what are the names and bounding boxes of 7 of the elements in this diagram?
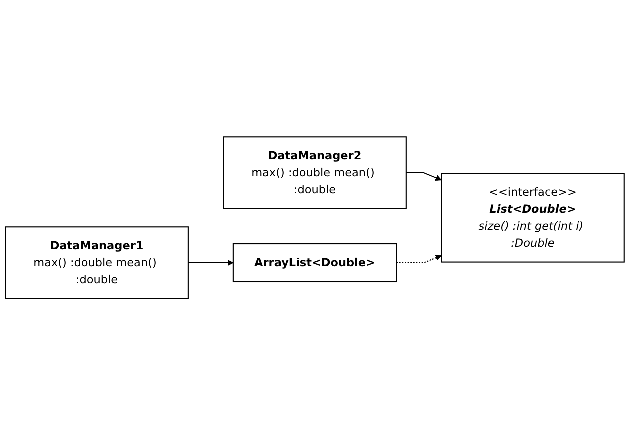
node-box: DataManager1 max() :double mean() :double [5, 226, 189, 300]
node-box: <<interface>> List<Double> size() :int get(int i) :Double [441, 173, 625, 263]
node-box: DataManager2 max() :double mean() :double [223, 136, 407, 210]
arrow [406, 172, 442, 181]
arrow [396, 255, 442, 264]
arrow [188, 260, 234, 266]
node-box: ArrayList<Double> [232, 243, 398, 283]
